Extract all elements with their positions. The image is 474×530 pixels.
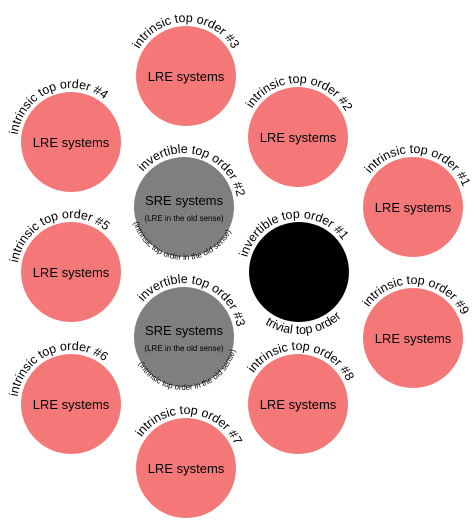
lre-circle: [136, 26, 236, 126]
lre-circle: [21, 354, 121, 454]
lre-circle: [248, 354, 348, 454]
lre-circle: [136, 418, 236, 518]
node-lre-2: LRE systems intrinsic top order #2: [243, 72, 355, 187]
node-label: LRE systems: [375, 331, 452, 346]
node-label: LRE systems: [33, 265, 110, 280]
lre-circle: [363, 157, 463, 257]
node-label: LRE systems: [33, 135, 110, 150]
node-label: SRE systems: [145, 323, 224, 338]
lre-circle: [21, 222, 121, 322]
lre-circle: [248, 87, 348, 187]
node-label: LRE systems: [260, 130, 337, 145]
node-lre-7: LRE systems intrinsic top order #7: [133, 403, 245, 518]
lre-circle: [363, 288, 463, 388]
node-lre-5: LRE systems intrinsic top order #5: [7, 207, 121, 322]
node-label: LRE systems: [33, 397, 110, 412]
node-lre-6: LRE systems intrinsic top order #6: [7, 339, 121, 454]
sre-dark-circle: [249, 222, 349, 322]
node-lre-3: LRE systems intrinsic top order #3: [130, 11, 242, 126]
node-sublabel: (LRE in the old sense): [144, 344, 223, 353]
node-lre-8: LRE systems intrinsic top order #8: [245, 339, 357, 454]
node-sre-3: SRE systems (LRE in the old sense) inver…: [134, 272, 248, 392]
node-lre-4: LRE systems intrinsic top order #4: [7, 77, 121, 192]
node-lre-9: LRE systems intrinsic top order #9: [360, 273, 472, 388]
sre-circle: [134, 287, 234, 387]
node-label: LRE systems: [375, 200, 452, 215]
node-lre-1: LRE systems intrinsic top order #1: [362, 142, 473, 257]
node-label: SRE systems: [260, 265, 339, 280]
node-sre-1: SRE systems invertible top order #1 triv…: [236, 207, 351, 337]
node-label: SRE systems: [145, 193, 224, 208]
sre-circle: [134, 157, 234, 257]
node-label: LRE systems: [148, 461, 225, 476]
node-sre-2: SRE systems (LRE in the old sense) inver…: [131, 142, 247, 262]
lre-circle: [21, 92, 121, 192]
node-sublabel: (LRE in the old sense): [144, 214, 223, 223]
node-label: LRE systems: [148, 69, 225, 84]
node-label: LRE systems: [260, 397, 337, 412]
